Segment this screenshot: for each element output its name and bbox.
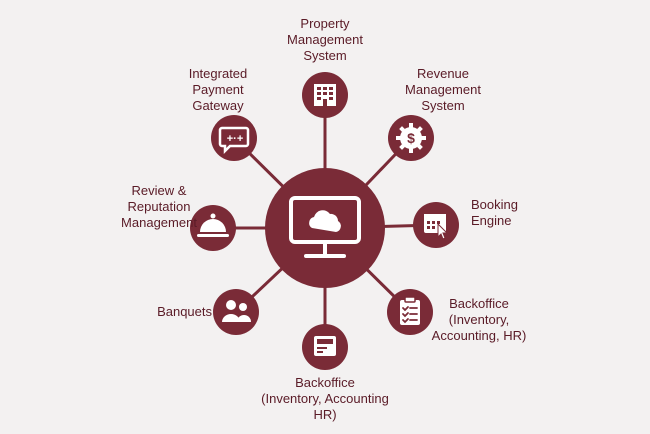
label-payment-gateway: Integrated Payment Gateway (188, 66, 248, 113)
label-banquets: Banquets (157, 304, 212, 319)
label-backoffice-bottom: Backoffice (Inventory, Accounting HR) (261, 375, 389, 422)
node-property-management (302, 72, 348, 118)
node-booking-engine (413, 202, 459, 248)
label-booking-engine: Booking Engine (471, 197, 518, 228)
label-revenue-management: Revenue Management System (405, 66, 481, 113)
node-revenue-management: $ (388, 115, 434, 161)
label-review-reputation: Review & Reputation Management (121, 183, 197, 230)
cloud-monitor-icon (289, 196, 361, 258)
svg-text:+·+: +·+ (227, 133, 244, 145)
node-payment-gateway: +·+ (211, 115, 257, 161)
svg-text:$: $ (407, 130, 415, 146)
card-chat-icon: +·+ (218, 126, 250, 155)
calendar-cursor-icon (424, 214, 449, 240)
hub-node (265, 168, 385, 288)
node-backoffice-bottom (302, 324, 348, 370)
label-property-management: Property Management System (287, 16, 363, 63)
node-review-reputation (190, 205, 236, 251)
clipboard-checklist-icon (400, 296, 420, 325)
node-backoffice-right (387, 289, 433, 335)
cloche-icon (197, 213, 229, 237)
node-banquets (213, 289, 259, 335)
register-icon (314, 336, 336, 356)
dollar-gear-icon: $ (396, 123, 426, 153)
building-icon (314, 84, 336, 106)
people-icon (222, 300, 251, 322)
label-backoffice-right: Backoffice (Inventory, Accounting, HR) (431, 296, 527, 343)
